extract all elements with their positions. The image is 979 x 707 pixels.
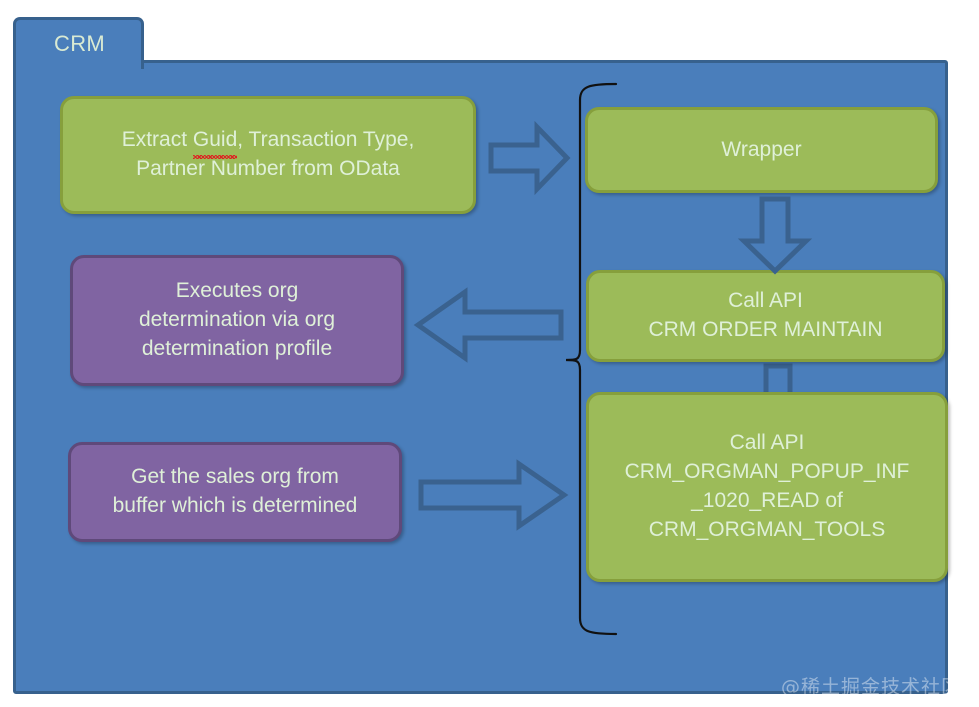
node-extract-line-1-pre: Extract [121,128,193,152]
node-extract-line-1-post: , Transaction Type, [237,128,415,152]
watermark: @稀土掘金技术社区 [780,676,961,698]
node-executes-org-determination[interactable]: Executes org determination via org deter… [70,255,404,386]
arrow-down-wrapper-to-call-maintain-icon [737,196,813,275]
node-callpopup-line-4: CRM_ORGMAN_TOOLS [648,517,886,541]
node-getsales-line-2: buffer which is determined [112,494,358,517]
node-executes-line-2: determination via org [138,308,336,332]
node-callpopup-line-3: _1020_READ of [691,489,843,512]
crm-container-tab: CRM [13,17,144,69]
node-executes-line-1: Executes org [175,279,299,303]
node-callpopup-line-2: CRM_ORGMAN_POPUP_INF [624,460,910,484]
node-wrapper[interactable]: Wrapper [585,107,938,193]
crm-container-tab-label: CRM [54,31,106,56]
arrow-left-call-maintain-to-executes-icon [413,287,564,363]
node-executes-line-3: determination profile [141,336,333,360]
node-extract-guid[interactable]: Extract Guid, Transaction Type, Partner … [60,96,476,214]
node-extract-line-2: Partner Number from OData [136,157,400,180]
right-column-bracket-icon [560,82,620,636]
node-call-api-crm-order-maintain[interactable]: Call API CRM ORDER MAINTAIN [586,270,945,362]
node-get-sales-org[interactable]: Get the sales org from buffer which is d… [68,442,402,542]
node-call-api-crm-orgman-popup[interactable]: Call API CRM_ORGMAN_POPUP_INF _1020_READ… [586,392,948,582]
arrow-right-getsales-to-popup-icon [418,459,569,531]
node-callmaint-line-2: CRM ORDER MAINTAIN [648,318,883,341]
node-callmaint-line-1: Call API [728,289,803,313]
node-getsales-line-1: Get the sales org from [131,465,339,489]
node-extract-misspelled-word: Guid [192,126,238,159]
node-callpopup-line-1: Call API [729,431,805,455]
node-extract-line-1: Extract Guid, Transaction Type, [121,126,415,159]
node-wrapper-label: Wrapper [721,137,802,161]
arrow-right-extract-to-wrapper-icon [488,120,571,196]
